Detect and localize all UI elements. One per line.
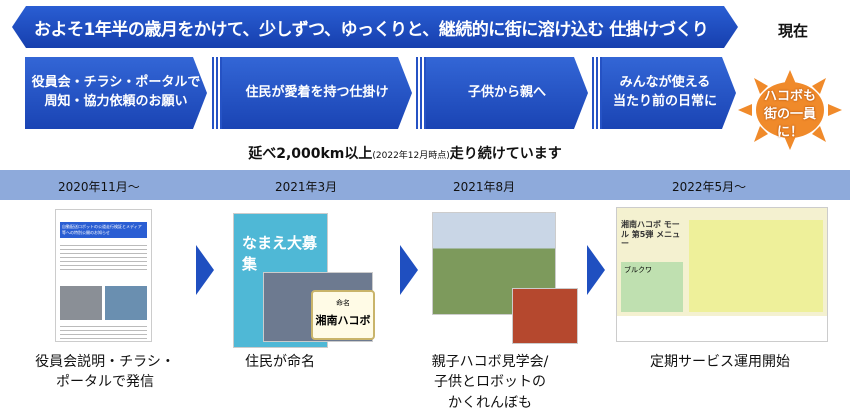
robot-hide-photo [512, 288, 578, 344]
phase-divider [416, 57, 426, 129]
poster-title: なまえ大募集 [242, 234, 318, 273]
timeline-banner-arrow: およそ1年半の歳月をかけて、少しずつ、ゆっくりと、継続的に街に溶け込む 仕掛けづ… [12, 6, 738, 48]
caption-3: 親子ハコボ見学会/子供とロボットのかくれんぼも [420, 352, 560, 413]
phase-divider [592, 57, 602, 129]
date-4: 2022年5月～ [672, 180, 747, 194]
name-card-label: 命名 [336, 299, 350, 307]
distance-note: (2022年12月時点) [372, 151, 450, 161]
caption-2: 住民が命名 [230, 352, 330, 372]
phase-4-line1: みんなが使える [619, 75, 711, 91]
name-card-value: 湘南ハコボ [315, 314, 371, 327]
sun-line1: ハコボも [763, 89, 816, 104]
phase-4-line2: 当たり前の日常に [612, 94, 717, 109]
date-3: 2021年8月 [453, 180, 516, 194]
caption-4: 定期サービス運用開始 [630, 352, 810, 372]
step-arrow [196, 245, 214, 295]
sun-text: ハコボも街の一員に！ [752, 88, 828, 143]
sun-line2: 街の一員に！ [763, 107, 816, 141]
date-band [0, 170, 850, 200]
distance-statement: 延べ2,000km以上(2022年12月時点)走り続けています [0, 143, 810, 163]
caption-1-line1: 役員会説明・チラシ・ [35, 354, 175, 370]
distance-tail: 走り続けています [449, 146, 562, 162]
caption-3-line2: 子供とロボットの [434, 374, 546, 391]
menu-flyer-image: 湘南ハコボ モール 第5弾 メニュー ブルクワ [616, 207, 828, 342]
phase-1-line1: 役員会・チラシ・ポータルで [31, 75, 201, 91]
date-2: 2021年3月 [275, 180, 338, 194]
flyer-title: 自動配送ロボットの公道走行検証とメディア等への特別公開のお知らせ [60, 222, 147, 238]
caption-3-line1: 親子ハコボ見学会/ [431, 354, 549, 370]
date-1: 2020年11月～ [58, 180, 140, 194]
menu-item: ブルクワ [621, 262, 683, 312]
phase-1: 役員会・チラシ・ポータルで周知・協力依頼のお願い [25, 57, 207, 129]
phase-3: 子供から親へ [426, 57, 588, 129]
caption-3-line3: かくれんぼも [448, 394, 532, 411]
flyer-image: 自動配送ロボットの公道走行検証とメディア等への特別公開のお知らせ [55, 209, 152, 342]
step-arrow [587, 245, 605, 295]
caption-1-line2: ポータルで発信 [56, 374, 154, 391]
phase-2: 住民が愛着を持つ仕掛け [222, 57, 412, 129]
phase-divider [212, 57, 222, 129]
phase-3-text: 子供から親へ [467, 84, 546, 100]
phase-2-text: 住民が愛着を持つ仕掛け [245, 84, 389, 100]
caption-4-line1: 定期サービス運用開始 [650, 354, 790, 370]
now-label: 現在 [778, 22, 809, 40]
step-arrow [400, 245, 418, 295]
phase-1-line2: 周知・協力依頼のお願い [44, 94, 188, 109]
menu-title: 湘南ハコボ モール 第5弾 メニュー [621, 220, 681, 249]
banner-text: およそ1年半の歳月をかけて、少しずつ、ゆっくりと、継続的に街に溶け込む 仕掛けづ… [34, 19, 709, 40]
distance-main: 延べ2,000km以上 [248, 146, 373, 162]
name-card: 命名 湘南ハコボ [311, 290, 375, 340]
caption-2-line1: 住民が命名 [245, 354, 315, 370]
caption-1: 役員会説明・チラシ・ポータルで発信 [30, 352, 180, 393]
sun-icon [738, 70, 842, 150]
phase-4: みんなが使える当たり前の日常に [602, 57, 736, 129]
